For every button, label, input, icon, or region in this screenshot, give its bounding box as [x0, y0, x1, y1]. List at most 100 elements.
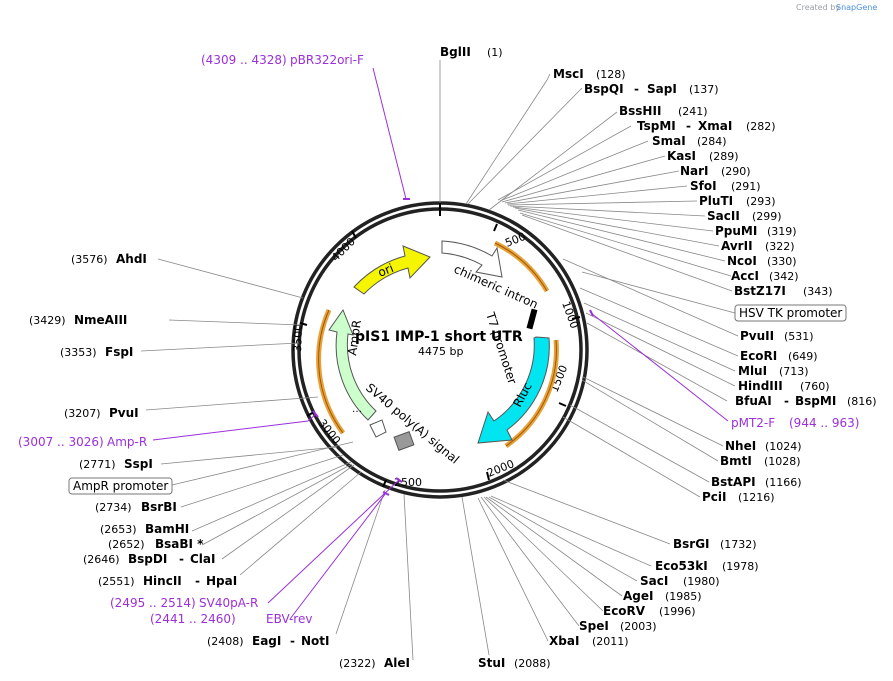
tick-1000: 1000 [559, 300, 581, 331]
primer-ebv-rev[interactable]: EBV-rev [266, 612, 312, 626]
enzyme-fspi[interactable]: FspI [105, 345, 133, 359]
enzyme-spei[interactable]: SpeI [579, 619, 609, 633]
enzyme-ecori-pos: (649) [788, 350, 818, 363]
enzyme-bspdi-pos: (2646) [83, 553, 120, 566]
enzyme-agei-pos: (1985) [665, 590, 702, 603]
plasmid-name: pIS1 IMP-1 short UTR [355, 329, 523, 345]
enzyme-eco53ki[interactable]: Eco53kI [655, 559, 708, 573]
ampr-promoter-box[interactable] [68, 477, 173, 495]
enzyme-bsrbi-pos: (2734) [95, 501, 132, 514]
enzyme-xmai[interactable]: XmaI [698, 119, 732, 133]
enzyme-avrii[interactable]: AvrII [721, 239, 753, 253]
enzyme-bspdi[interactable]: BspDI [128, 552, 167, 566]
enzyme-stui-pos: (2088) [514, 657, 551, 670]
chimeric-intron-feature[interactable] [441, 240, 503, 278]
enzyme-eco53ki-pos: (1978) [722, 560, 759, 573]
enzyme-hincii-pos: (2551) [98, 575, 135, 588]
enzyme-hindiii-pos: (760) [800, 380, 830, 393]
primer-amp-r[interactable]: Amp-R [107, 435, 147, 449]
enzyme-bstz17i[interactable]: BstZ17I [734, 284, 786, 298]
enzyme-ppumi-pos: (319) [767, 225, 797, 238]
primer-sv40pa-r[interactable]: SV40pA-R [199, 596, 258, 610]
sv40-polya-feature[interactable] [393, 431, 415, 451]
plasmid-size: 4475 bp [418, 345, 463, 358]
enzyme-nhei[interactable]: NheI [725, 439, 756, 453]
enzyme-bsrgi[interactable]: BsrGI [673, 537, 710, 551]
enzyme-sacii[interactable]: SacII [707, 209, 740, 223]
enzyme-xmai-pos: (282) [746, 120, 776, 133]
enzyme-acci-pos: (342) [769, 270, 799, 283]
ampr-ellipsis: … [352, 404, 362, 415]
enzyme-bsshii-pos: (241) [678, 105, 708, 118]
primer-pmt2-f[interactable]: pMT2-F [731, 416, 775, 430]
enzyme-fspi-pos: (3353) [60, 346, 97, 359]
enzyme-bfuai[interactable]: BfuAI [735, 394, 772, 408]
enzyme-smai[interactable]: SmaI [652, 134, 686, 148]
enzyme-bmti-pos: (1028) [764, 455, 801, 468]
enzyme-avrii-pos: (322) [765, 240, 795, 253]
enzyme-bmti[interactable]: BmtI [720, 454, 752, 468]
enzyme-ncoi[interactable]: NcoI [727, 254, 757, 268]
enzyme-pvuii[interactable]: PvuII [740, 329, 774, 343]
enzyme-sspi[interactable]: SspI [124, 457, 153, 471]
enzyme-nari[interactable]: NarI [680, 164, 709, 178]
svg-text:-: - [179, 552, 184, 566]
enzyme-bglii[interactable]: BglII [440, 45, 471, 59]
svg-text:-: - [195, 574, 200, 588]
enzyme-nmeaiii[interactable]: NmeAIII [74, 313, 127, 327]
enzyme-bspmi[interactable]: BspMI [795, 394, 836, 408]
enzyme-pcii[interactable]: PciI [702, 490, 727, 504]
enzyme-tspmi[interactable]: TspMI [637, 119, 676, 133]
primer-ebv-rev-range: (2441 .. 2460) [150, 612, 236, 626]
enzyme-saci-pos: (1980) [683, 575, 720, 588]
enzyme-eagi-pos: (2408) [207, 635, 244, 648]
tick-marks [299, 223, 581, 488]
enzyme-xbai[interactable]: XbaI [549, 634, 579, 648]
enzyme-noti[interactable]: NotI [301, 634, 330, 648]
enzyme-sfoi[interactable]: SfoI [690, 179, 717, 193]
enzyme-nmeaiii-pos: (3429) [29, 314, 66, 327]
enzyme-sapi[interactable]: SapI [647, 82, 677, 96]
rluc-feature[interactable] [477, 336, 550, 444]
enzyme-kasi[interactable]: KasI [667, 149, 696, 163]
enzyme-pvui[interactable]: PvuI [109, 406, 139, 420]
enzyme-ecorv[interactable]: EcoRV [603, 604, 646, 618]
t7-promoter-marker[interactable] [526, 308, 538, 330]
enzyme-bsrbi[interactable]: BsrBI [141, 500, 177, 514]
primer-pbr322ori-f[interactable]: pBR322ori-F [290, 53, 364, 67]
enzyme-mlui[interactable]: MluI [738, 364, 767, 378]
enzyme-bstapi[interactable]: BstAPI [711, 475, 756, 489]
enzyme-eagi[interactable]: EagI [252, 634, 281, 648]
enzyme-msci[interactable]: MscI [553, 67, 584, 81]
enzyme-hincii[interactable]: HincII [143, 574, 182, 588]
enzyme-ecori[interactable]: EcoRI [740, 349, 777, 363]
enzyme-ahdi[interactable]: AhdI [116, 252, 147, 266]
ori-feature[interactable] [353, 245, 431, 295]
svg-text:-: - [686, 119, 691, 133]
enzyme-bsabi[interactable]: BsaBI * [155, 537, 204, 551]
enzyme-agei[interactable]: AgeI [623, 589, 653, 603]
ampr-promoter-feature[interactable] [369, 419, 387, 438]
hsv-tk-promoter-box[interactable] [734, 304, 847, 322]
enzyme-clai[interactable]: ClaI [190, 552, 215, 566]
enzyme-xbai-pos: (2011) [592, 635, 629, 648]
enzyme-bamhi[interactable]: BamHI [145, 522, 189, 536]
enzyme-bspmi-pos: (816) [847, 395, 877, 408]
enzyme-stui[interactable]: StuI [478, 656, 505, 670]
enzyme-bspqi[interactable]: BspQI [584, 82, 624, 96]
enzyme-pcii-pos: (1216) [738, 491, 775, 504]
enzyme-mlui-pos: (713) [779, 365, 809, 378]
enzyme-nhei-pos: (1024) [765, 440, 802, 453]
enzyme-acci[interactable]: AccI [731, 269, 759, 283]
enzyme-bsshii[interactable]: BssHII [619, 104, 661, 118]
enzyme-pluti[interactable]: PluTI [699, 194, 733, 208]
enzyme-alei[interactable]: AleI [384, 656, 410, 670]
hsv-tk-promoter-label: HSV TK promoter [739, 306, 842, 320]
ampr-feature[interactable] [328, 308, 377, 421]
enzyme-smai-pos: (284) [697, 135, 727, 148]
enzyme-saci[interactable]: SacI [640, 574, 668, 588]
credit-created-by: Created by [796, 3, 840, 12]
enzyme-hpai[interactable]: HpaI [206, 574, 237, 588]
enzyme-hindiii[interactable]: HindIII [738, 379, 783, 393]
enzyme-ppumi[interactable]: PpuMI [715, 224, 757, 238]
